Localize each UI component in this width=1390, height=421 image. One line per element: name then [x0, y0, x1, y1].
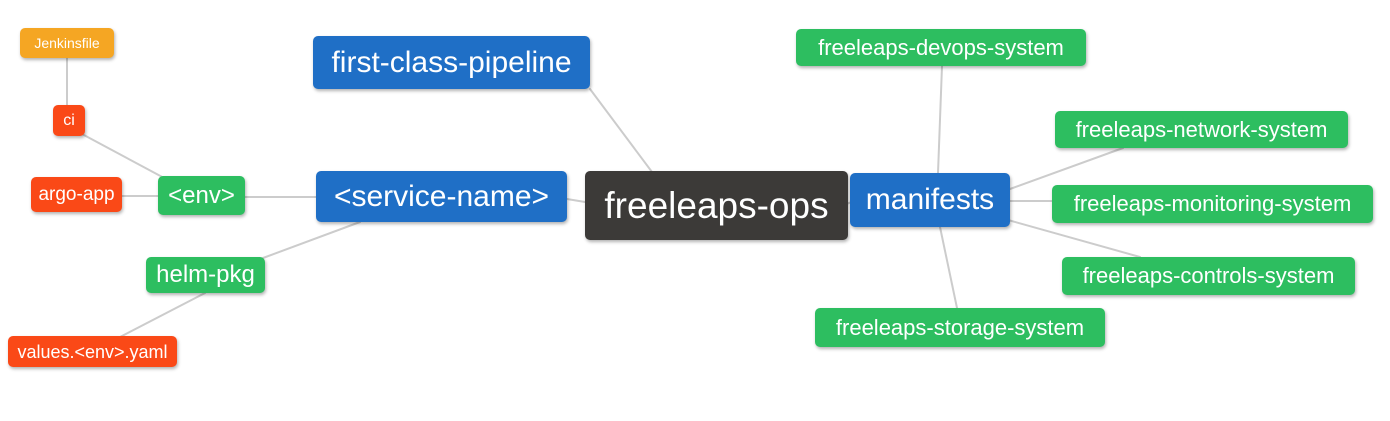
- node-label-freeleaps-devops-system: freeleaps-devops-system: [818, 34, 1064, 60]
- node-label-freeleaps-network-system: freeleaps-network-system: [1075, 116, 1328, 142]
- edge-manifests--freeleaps-devops-system: [937, 65, 943, 174]
- node-first-class-pipeline[interactable]: first-class-pipeline: [313, 36, 590, 89]
- edge-ci--env: [81, 133, 167, 180]
- node-argo-app[interactable]: argo-app: [31, 177, 122, 212]
- edge-manifests--freeleaps-controls-system: [1007, 219, 1141, 258]
- node-manifests[interactable]: manifests: [850, 173, 1010, 227]
- node-label-values-env-yaml: values.<env>.yaml: [17, 341, 168, 362]
- node-freeleaps-storage-system[interactable]: freeleaps-storage-system: [815, 308, 1105, 347]
- node-label-first-class-pipeline: first-class-pipeline: [331, 45, 572, 79]
- node-label-env: <env>: [168, 181, 235, 209]
- node-freeleaps-devops-system[interactable]: freeleaps-devops-system: [796, 29, 1086, 66]
- node-freeleaps-ops[interactable]: freeleaps-ops: [585, 171, 848, 240]
- node-label-freeleaps-controls-system: freeleaps-controls-system: [1082, 263, 1335, 288]
- edge-service-name--freeleaps-ops: [566, 198, 586, 203]
- node-freeleaps-network-system[interactable]: freeleaps-network-system: [1055, 111, 1348, 148]
- node-label-jenkinsfile: Jenkinsfile: [34, 35, 100, 51]
- node-env[interactable]: <env>: [158, 176, 245, 215]
- node-values-env-yaml[interactable]: values.<env>.yaml: [8, 336, 177, 367]
- node-label-freeleaps-storage-system: freeleaps-storage-system: [835, 314, 1085, 340]
- node-label-service-name: <service-name>: [333, 179, 550, 213]
- edge-helm-pkg--values-env-yaml: [119, 292, 206, 338]
- node-jenkinsfile[interactable]: Jenkinsfile: [20, 28, 114, 58]
- node-ci[interactable]: ci: [53, 105, 85, 136]
- node-label-manifests: manifests: [865, 183, 995, 216]
- node-label-argo-app: argo-app: [38, 184, 115, 205]
- node-label-freeleaps-ops: freeleaps-ops: [604, 185, 829, 226]
- edge-first-class-pipeline--freeleaps-ops: [589, 88, 653, 173]
- node-service-name[interactable]: <service-name>: [316, 171, 567, 222]
- node-label-ci: ci: [63, 111, 75, 129]
- node-freeleaps-controls-system[interactable]: freeleaps-controls-system: [1062, 257, 1355, 295]
- node-label-freeleaps-monitoring-system: freeleaps-monitoring-system: [1073, 191, 1352, 216]
- node-freeleaps-monitoring-system[interactable]: freeleaps-monitoring-system: [1052, 185, 1373, 223]
- node-helm-pkg[interactable]: helm-pkg: [146, 257, 265, 293]
- edge-manifests--freeleaps-storage-system: [939, 226, 958, 309]
- edge-service-name--helm-pkg: [262, 221, 361, 259]
- node-label-helm-pkg: helm-pkg: [156, 261, 255, 288]
- edge-manifests--freeleaps-network-system: [1009, 147, 1124, 190]
